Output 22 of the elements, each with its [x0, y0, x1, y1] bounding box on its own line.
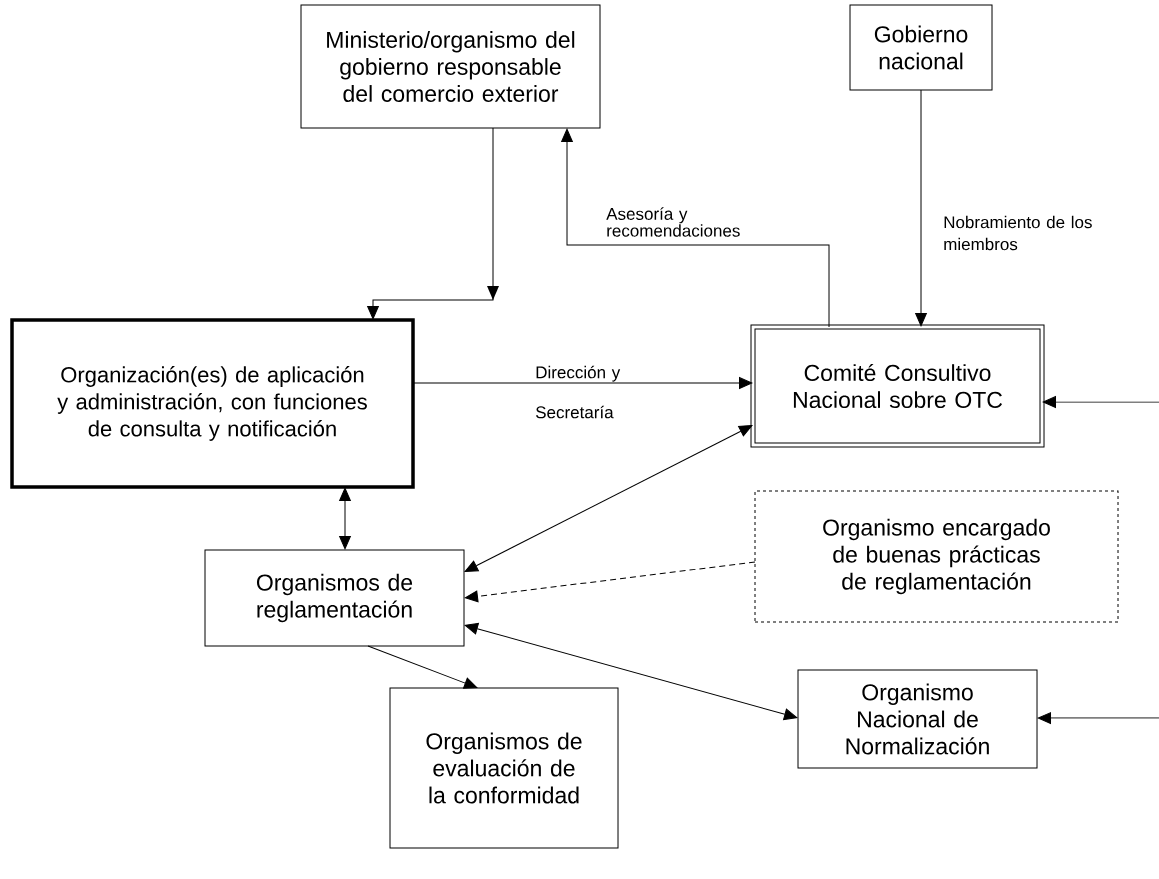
arrow — [367, 645, 478, 689]
process-box: Organización(es) de aplicación y administración, con funciones de consulta y notificación — [10, 318, 415, 489]
arrow — [1037, 712, 1159, 724]
process-box: Gobierno nacional — [849, 4, 993, 91]
arrow — [1042, 396, 1159, 408]
edge-label: Dirección y Secretaría — [536, 365, 621, 419]
arrow — [339, 487, 351, 550]
arrow — [412, 377, 753, 389]
arrow — [561, 128, 830, 328]
process-box: Organismos de reglamentación — [204, 549, 465, 647]
arrow — [915, 89, 927, 327]
dashed-arrow — [464, 561, 756, 603]
arrow — [464, 425, 753, 572]
process-box: Organismo Nacional de Normalización — [797, 669, 1038, 769]
edge-label: Asesoría y recomendaciones — [606, 207, 740, 237]
arrow — [367, 127, 499, 320]
edge-label: Nobramiento de los miembros — [944, 215, 1092, 251]
process-box: Organismos de evaluación de la conformidad — [389, 687, 619, 849]
process-box: Ministerio/organismo del gobierno responsable del comercio exterior — [300, 4, 601, 129]
process-box: Comité Consultivo Nacional sobre OTC — [750, 324, 1045, 448]
process-box: Organismo encargado de buenas prácticas de reglamentación — [754, 490, 1119, 623]
arrow — [464, 622, 798, 721]
